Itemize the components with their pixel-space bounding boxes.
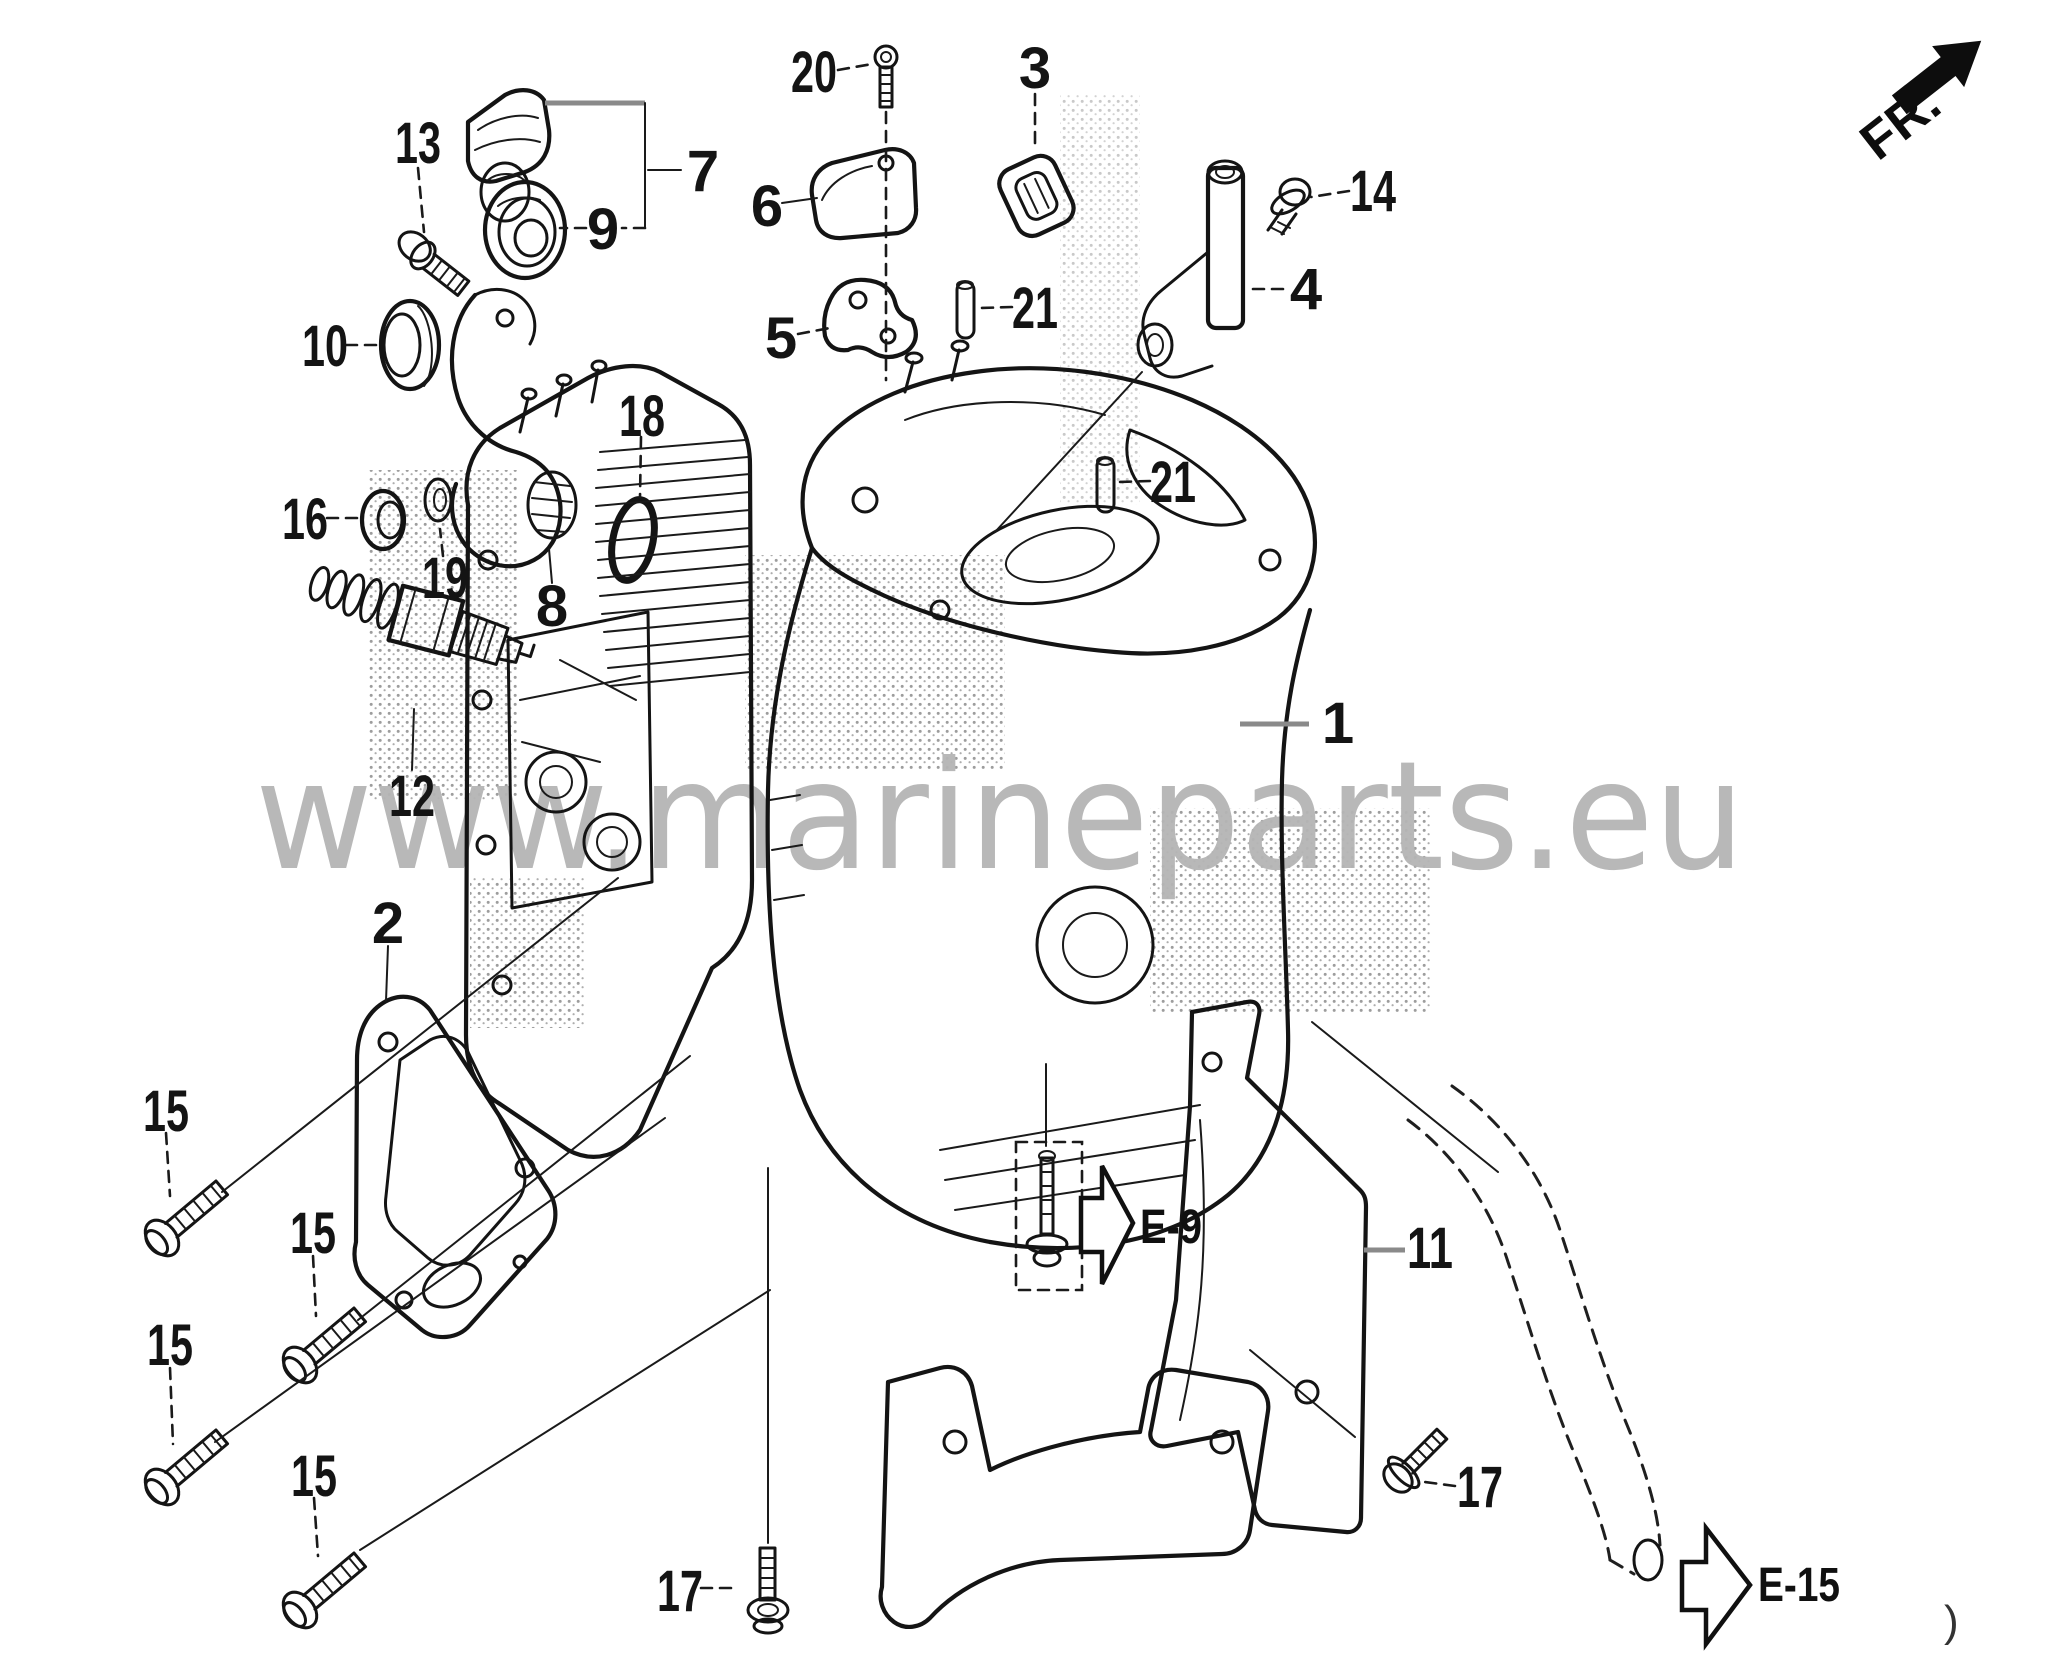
callout-15a: 15 xyxy=(143,1079,189,1144)
callout-12a: 12 xyxy=(389,764,435,829)
callout-17b: 17 xyxy=(1457,1455,1503,1520)
e15-hose-art xyxy=(1406,1084,1664,1582)
callout-4a: 4 xyxy=(1290,257,1322,322)
callout-3a: 3 xyxy=(1019,36,1051,101)
callout-20a: 20 xyxy=(791,40,837,105)
e9-arrow-icon xyxy=(1078,1164,1136,1286)
bolt-15a-art xyxy=(143,1179,230,1258)
callout-19a: 19 xyxy=(422,546,468,611)
callout-18a: 18 xyxy=(619,384,665,449)
halftone-shading xyxy=(368,95,1430,1028)
dowel-pin-21b-art xyxy=(1095,456,1116,514)
callout-15c: 15 xyxy=(147,1313,193,1378)
callout-10a: 10 xyxy=(302,314,348,379)
watermark: www.marineparts.eu xyxy=(255,730,1745,904)
callout-1a: 1 xyxy=(1322,691,1354,756)
dowel-pin-21a-art xyxy=(955,280,976,340)
fr-direction-indicator: FR. xyxy=(1850,40,1982,171)
plate-6-art xyxy=(809,147,919,241)
e15-label: E-15 xyxy=(1758,1559,1840,1612)
bolt-13-art xyxy=(397,230,471,297)
spark-plug-art xyxy=(308,566,536,666)
bolt-15b-art xyxy=(281,1306,368,1385)
bolt-15d-art xyxy=(281,1551,368,1630)
bolt-17a-art xyxy=(746,1546,790,1635)
bracket-4-art xyxy=(1136,159,1246,379)
callout-16a: 16 xyxy=(282,487,328,552)
callout-21b: 21 xyxy=(1150,450,1196,515)
callout-21a: 21 xyxy=(1012,276,1058,341)
callout-labels: 1234567891011121314151515151617171819202… xyxy=(143,36,1503,1624)
bracket-5-art xyxy=(822,277,918,360)
callout-17a: 17 xyxy=(657,1559,703,1624)
gasket-2-art xyxy=(352,994,558,1340)
seal-art xyxy=(482,179,568,281)
bolt-14-art xyxy=(1266,177,1312,236)
bolt-17b-art xyxy=(1382,1427,1449,1494)
callout-2a: 2 xyxy=(372,891,404,956)
cylinder-head-art xyxy=(463,359,755,1159)
callout-15d: 15 xyxy=(291,1444,337,1509)
cap-10-art xyxy=(378,298,442,392)
callout-11a: 11 xyxy=(1407,1216,1453,1281)
e15-arrow-icon xyxy=(1679,1521,1753,1651)
o-ring-18-art xyxy=(608,496,658,584)
callout-15b: 15 xyxy=(290,1201,336,1266)
callout-5a: 5 xyxy=(765,306,797,371)
callout-14a: 14 xyxy=(1350,159,1396,224)
bracket-11-art xyxy=(1148,999,1369,1535)
grommet-3-art xyxy=(997,153,1076,239)
leader-lines xyxy=(164,62,1499,1590)
ref-e9: E-9 xyxy=(1078,1164,1202,1286)
cylinder-block-art xyxy=(765,339,1317,1251)
corner-mark: ) xyxy=(1944,1597,1959,1646)
ref-e15: E-15 xyxy=(1679,1521,1840,1651)
thermostat-cover-art xyxy=(465,88,552,223)
cooling-fins-art xyxy=(595,439,751,687)
bolt-20-art xyxy=(873,44,899,109)
callout-9a: 9 xyxy=(587,197,619,262)
callout-8a: 8 xyxy=(536,574,568,639)
lower-mount-bracket-art xyxy=(878,1364,1271,1629)
callout-7a: 7 xyxy=(687,139,719,204)
washer-bolt-16-art xyxy=(359,477,453,552)
bolt-15c-art xyxy=(143,1428,230,1507)
fr-arrow-icon xyxy=(1891,40,1982,115)
callout-13a: 13 xyxy=(395,111,441,176)
e9-label: E-9 xyxy=(1140,1201,1202,1254)
callout-6a: 6 xyxy=(751,174,783,239)
